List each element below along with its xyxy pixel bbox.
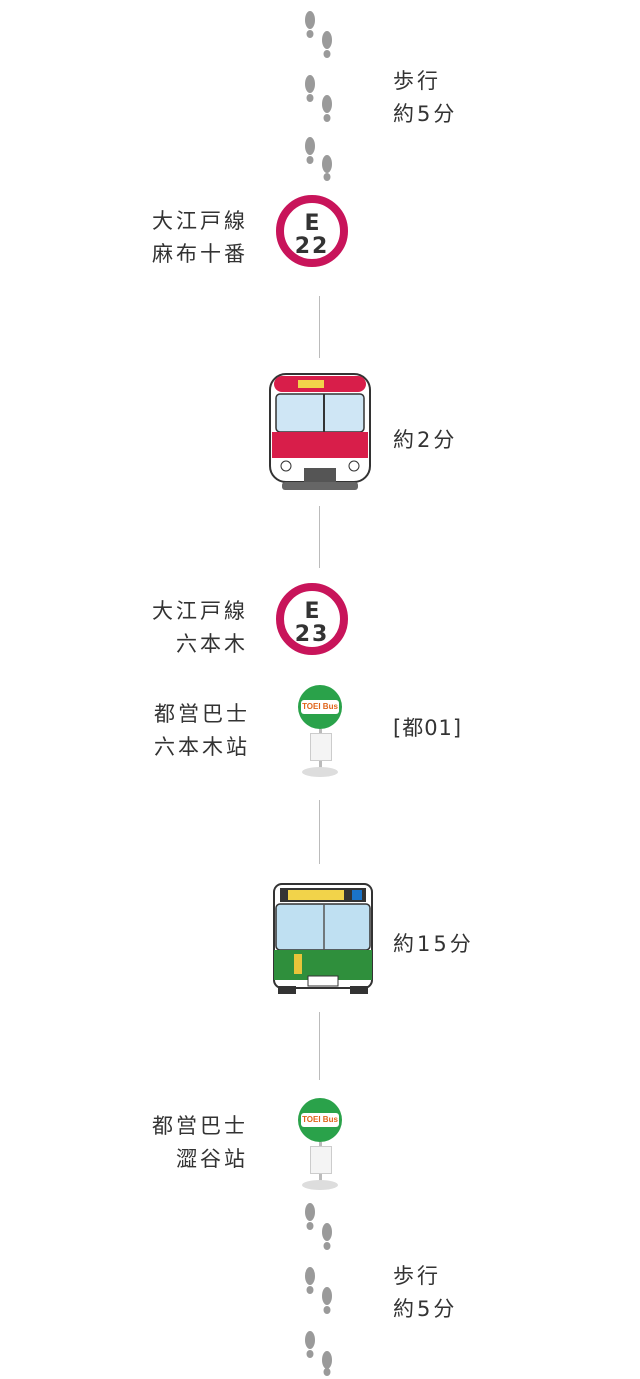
busstop-shibuya-label: 都営巴士 澀谷站 (48, 1110, 248, 1176)
busstop-icon: TOEI Bus (296, 1098, 346, 1190)
train-duration: 約2分 (393, 428, 458, 452)
station-name: 六本木 (176, 632, 248, 656)
walk-label: 歩行 (393, 69, 441, 93)
station-azabujuban-label: 大江戸線 麻布十番 (48, 205, 248, 271)
bus-sign-text: TOEI Bus (301, 1113, 339, 1127)
station-line-name: 大江戸線 (152, 209, 248, 233)
busstop-icon: TOEI Bus (296, 685, 346, 777)
busstop-roppongi-label: 都営巴士 六本木站 (50, 698, 250, 764)
walk-time: 約5分 (393, 1297, 458, 1321)
walk-duration-bottom: 歩行 約5分 (393, 1260, 457, 1326)
busstop-name: 澀谷站 (176, 1147, 248, 1171)
bus-duration: 約15分 (393, 932, 474, 956)
bus-line-name: 都営巴士 (152, 1114, 248, 1138)
walk-label: 歩行 (393, 1264, 441, 1288)
bus-route-number: [都01] (393, 716, 463, 740)
route-line (319, 1012, 320, 1080)
station-badge-e23: E 23 (276, 583, 348, 655)
station-roppongi-label: 大江戸線 六本木 (48, 595, 248, 661)
walk-duration-top: 歩行 約5分 (393, 65, 457, 131)
bus-sign-text: TOEI Bus (301, 700, 339, 714)
bus-line-name: 都営巴士 (154, 702, 250, 726)
route-line (319, 800, 320, 864)
route-line (319, 506, 320, 568)
station-code-number: 22 (294, 234, 330, 259)
station-line-name: 大江戸線 (152, 599, 248, 623)
station-badge-e22: E 22 (276, 195, 348, 267)
busstop-name: 六本木站 (154, 735, 250, 759)
station-code-letter: E (304, 211, 320, 236)
station-code-number: 23 (294, 622, 330, 647)
footprint-icon (305, 1203, 332, 1376)
train-icon (269, 373, 371, 490)
walk-time: 約5分 (393, 102, 458, 126)
station-name: 麻布十番 (152, 242, 248, 266)
station-code-letter: E (304, 599, 320, 624)
footprint-icon (305, 11, 332, 181)
bus-icon (273, 883, 373, 994)
route-line (319, 296, 320, 358)
